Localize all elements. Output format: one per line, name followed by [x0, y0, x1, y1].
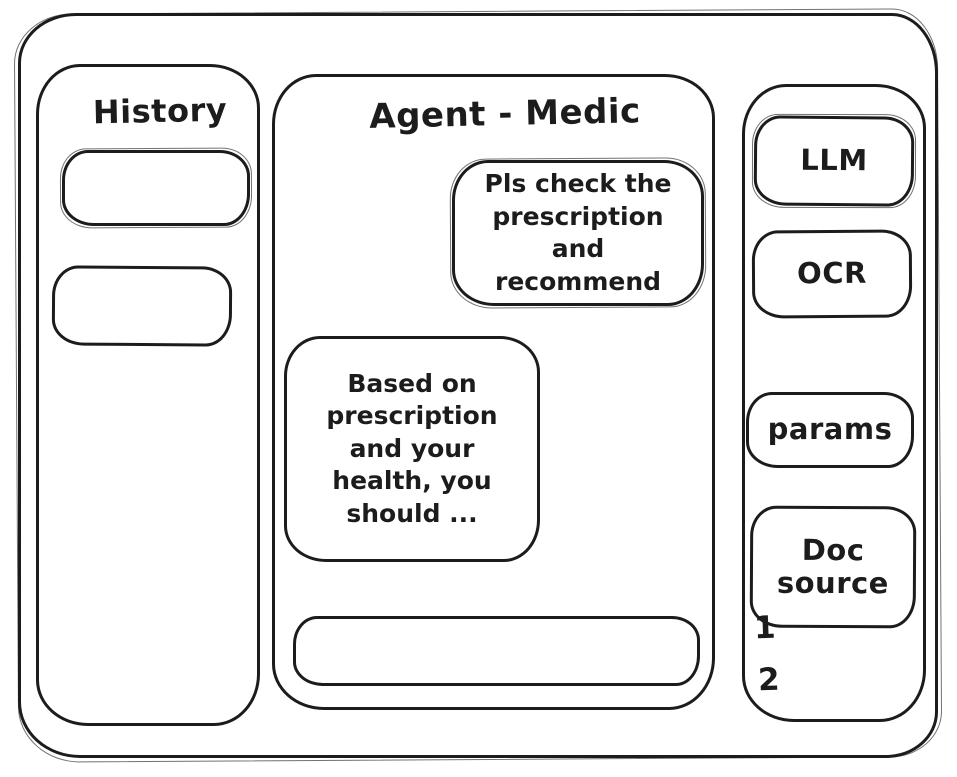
ocr-button[interactable]: OCR: [751, 229, 913, 319]
doc-source-item-1[interactable]: 1: [753, 609, 777, 647]
doc-source-item-2[interactable]: 2: [757, 661, 781, 699]
assistant-message-text: Based on prescription and your health, y…: [326, 368, 498, 528]
chat-title: Agent - Medic: [368, 91, 642, 137]
history-title: History: [92, 90, 228, 132]
user-message: Pls check the prescription and recommend: [452, 160, 704, 306]
history-item[interactable]: [62, 150, 250, 226]
user-message-text: Pls check the prescription and recommend: [484, 169, 672, 296]
history-item[interactable]: [51, 265, 233, 347]
assistant-message: Based on prescription and your health, y…: [284, 336, 540, 562]
llm-button[interactable]: LLM: [753, 115, 915, 207]
chat-input[interactable]: [293, 616, 700, 686]
params-button[interactable]: params: [746, 392, 914, 468]
